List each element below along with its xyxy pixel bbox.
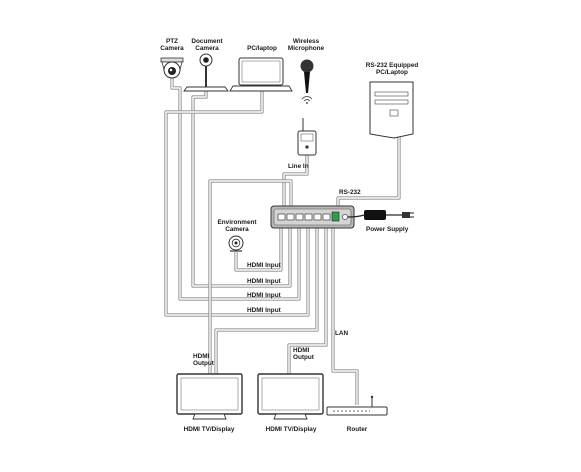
label-line: Camera xyxy=(225,226,249,233)
hdmi-display-1-label: HDMI TV/Display xyxy=(184,426,235,433)
cable-top-feed xyxy=(208,179,293,374)
label-line: Camera xyxy=(160,45,184,52)
label-line: Output xyxy=(193,360,215,367)
cable-line-in xyxy=(282,155,309,207)
label-line: Output xyxy=(293,354,315,361)
label-line: Microphone xyxy=(288,45,325,52)
power-supply: Power Supply xyxy=(347,210,414,233)
label-line: Document xyxy=(191,38,223,45)
label-line: HDMI xyxy=(293,347,310,354)
cable-pc-laptop xyxy=(164,90,310,317)
power-port xyxy=(342,214,348,220)
label-line: HDMI xyxy=(193,353,210,360)
router: Router xyxy=(326,395,388,433)
pc-laptop: PC/laptop xyxy=(229,45,293,92)
rs232-terminal xyxy=(331,211,340,222)
main-unit xyxy=(270,205,355,229)
cable-rs232 xyxy=(336,136,401,207)
cable-hdmi-output-2 xyxy=(287,226,328,374)
label-line: RS-232 Equipped xyxy=(366,62,419,69)
label-line: PC/laptop xyxy=(247,45,277,52)
cables xyxy=(164,78,401,405)
label-line: PTZ xyxy=(166,38,178,45)
microphone-receiver xyxy=(297,118,317,156)
cable-environment-camera xyxy=(234,226,283,272)
hdmi-input-ptz-label: HDMI Input xyxy=(247,278,282,285)
hdmi-display-1: HDMI TV/Display xyxy=(176,373,243,433)
hdmi-input-env-label: HDMI Input xyxy=(247,262,282,269)
cable-lan xyxy=(331,226,359,405)
router-label: Router xyxy=(347,426,368,433)
label-line: Camera xyxy=(195,45,219,52)
label-line: PC/Laptop xyxy=(376,69,408,76)
rs232-label: RS-232 xyxy=(339,189,361,196)
lan-label: LAN xyxy=(335,330,349,337)
pc-laptop-label: PC/laptop xyxy=(247,45,277,52)
unit-ports xyxy=(277,211,348,222)
power-supply-label: Power Supply xyxy=(366,226,409,233)
line-in-label: Line In xyxy=(288,163,309,170)
cable-hdmi-output-1 xyxy=(214,226,319,374)
hdmi-display-2-label: HDMI TV/Display xyxy=(266,426,317,433)
hdmi-input-pc-label: HDMI Input xyxy=(247,307,282,314)
hdmi-input-doc-label: HDMI Input xyxy=(247,292,282,299)
label-line: Environment xyxy=(217,219,257,226)
wireless-signal-icon xyxy=(301,96,313,104)
cable-ptz-camera xyxy=(170,78,301,301)
label-line: Wireless xyxy=(293,38,320,45)
hdmi-display-2: HDMI TV/Display xyxy=(257,373,324,433)
cable-document-camera xyxy=(191,91,292,288)
